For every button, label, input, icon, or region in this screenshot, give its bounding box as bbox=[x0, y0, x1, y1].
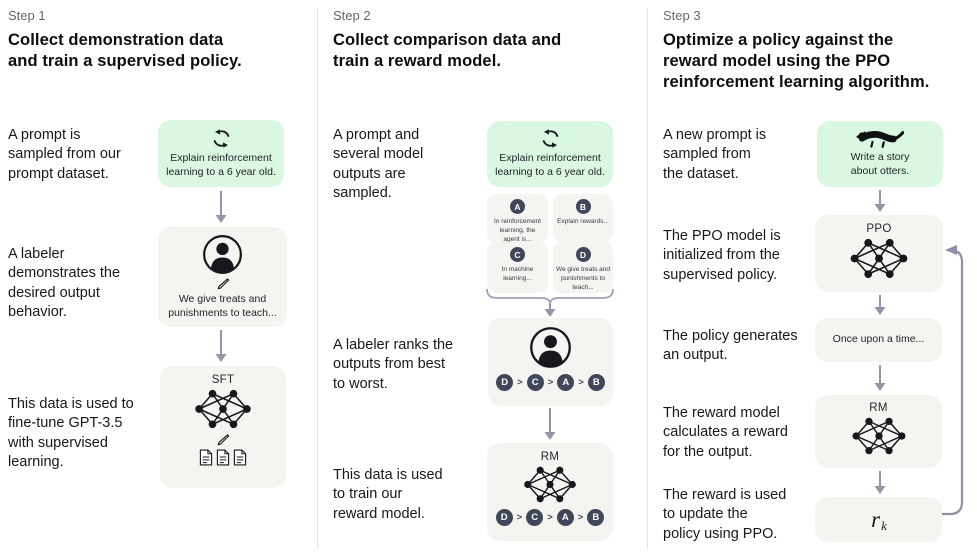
output-badge-c: C bbox=[510, 247, 525, 262]
step1-caption-finetune: This data is used to fine-tune GPT-3.5 w… bbox=[8, 396, 134, 470]
neural-network-icon bbox=[521, 464, 579, 505]
rm-label: RM bbox=[869, 402, 888, 414]
labeler-icon bbox=[529, 326, 572, 369]
reward-symbol: r bbox=[871, 506, 881, 532]
ranking-row: D > C > A > B bbox=[495, 509, 605, 526]
output-badge-d: D bbox=[575, 247, 591, 262]
step3-caption-new-prompt: A new prompt is sampled from the dataset… bbox=[663, 127, 767, 182]
rank-separator: > bbox=[578, 377, 584, 388]
output-box-a: A In reinforcement learning, the agent i… bbox=[487, 194, 548, 243]
sft-label: SFT bbox=[211, 374, 235, 386]
step1-labeler-box: We give treats and punishments to teach.… bbox=[158, 227, 287, 327]
step3-output-box: Once upon a time... bbox=[815, 318, 942, 362]
output-text-b: Explain rewards... bbox=[557, 218, 609, 225]
column-divider bbox=[647, 8, 648, 549]
flow-arrow bbox=[544, 304, 556, 317]
step2-caption-train: This data is used to train our reward mo… bbox=[333, 467, 443, 522]
documents-icon bbox=[199, 449, 247, 466]
flow-arrow bbox=[874, 365, 886, 391]
rank-separator: > bbox=[547, 377, 554, 388]
step3-ppo-box: PPO bbox=[815, 215, 943, 292]
rank-badge: A bbox=[557, 374, 575, 391]
rank-badge: B bbox=[587, 509, 605, 526]
cycle-icon bbox=[540, 128, 561, 149]
rank-badge: D bbox=[495, 509, 513, 526]
ranking-row: D > C > A > B bbox=[496, 374, 605, 391]
neural-network-icon bbox=[847, 236, 911, 281]
document-icon bbox=[199, 449, 213, 466]
step3-caption-reward-calc: The reward model calculates a reward for… bbox=[663, 405, 788, 460]
otter-icon bbox=[856, 129, 904, 149]
document-icon bbox=[216, 449, 230, 466]
pencil-icon bbox=[216, 277, 230, 291]
rank-separator: > bbox=[577, 512, 584, 523]
rank-separator: > bbox=[547, 512, 553, 523]
step3-output-text: Once upon a time... bbox=[832, 333, 925, 346]
step1-heading: Collect demonstration data and train a s… bbox=[8, 31, 242, 71]
output-box-d: D We give treats and punishments to teac… bbox=[553, 242, 613, 293]
step2-prompt-text: Explain reinforcement learning to a 6 ye… bbox=[495, 152, 605, 178]
step3-prompt-text: Write a story about otters. bbox=[850, 151, 910, 177]
feedback-arrow bbox=[942, 245, 964, 516]
flow-arrow bbox=[874, 295, 886, 315]
output-box-b: B Explain rewards... bbox=[553, 194, 613, 243]
step3-caption-generates: The policy generates an output. bbox=[663, 328, 798, 364]
step2-label: Step 2 bbox=[333, 8, 371, 23]
output-badge-b: B bbox=[575, 199, 591, 214]
rank-badge: C bbox=[526, 374, 544, 391]
step1-caption-prompt: A prompt is sampled from our prompt data… bbox=[8, 127, 121, 182]
rank-badge: A bbox=[556, 509, 574, 526]
neural-network-icon bbox=[849, 415, 909, 457]
flow-arrow bbox=[544, 408, 556, 440]
rm-label: RM bbox=[540, 451, 560, 463]
step1-prompt-box: Explain reinforcement learning to a 6 ye… bbox=[158, 120, 284, 187]
flow-arrow bbox=[874, 471, 886, 494]
reward-subscript: k bbox=[881, 517, 887, 533]
step1-labeler-text: We give treats and punishments to teach.… bbox=[168, 293, 277, 319]
output-box-c: C In machine learning... bbox=[487, 242, 548, 293]
step2-prompt-box: Explain reinforcement learning to a 6 ye… bbox=[487, 121, 613, 187]
output-text-a: In reinforcement learning, the agent is.… bbox=[494, 218, 541, 244]
flow-arrow bbox=[215, 330, 227, 362]
step1-prompt-text: Explain reinforcement learning to a 6 ye… bbox=[166, 152, 276, 178]
step3-caption-reward-update: The reward is used to update the policy … bbox=[663, 487, 787, 542]
step3-rm-box: RM bbox=[815, 395, 942, 468]
step3-label: Step 3 bbox=[663, 8, 701, 23]
step3-caption-ppo-init: The PPO model is initialized from the su… bbox=[663, 228, 781, 283]
rank-badge: D bbox=[496, 374, 514, 391]
neural-network-icon bbox=[192, 387, 254, 431]
step3-prompt-box: Write a story about otters. bbox=[817, 121, 943, 187]
output-badge-a: A bbox=[510, 199, 525, 214]
step1-label: Step 1 bbox=[8, 8, 46, 23]
step3-heading: Optimize a policy against the reward mod… bbox=[663, 31, 930, 92]
rank-badge: B bbox=[587, 374, 605, 391]
labeler-icon bbox=[202, 234, 243, 275]
column-divider bbox=[317, 8, 318, 549]
step1-caption-labeler: A labeler demonstrates the desired outpu… bbox=[8, 246, 121, 320]
flow-arrow bbox=[874, 190, 886, 212]
flow-arrow bbox=[215, 191, 227, 223]
cycle-icon bbox=[211, 128, 232, 149]
rank-separator: > bbox=[517, 377, 523, 388]
step2-rm-box: RM D > C > A > B bbox=[487, 443, 613, 541]
ppo-label: PPO bbox=[866, 223, 892, 235]
output-text-d: We give treats and punishments to teach.… bbox=[555, 266, 611, 292]
output-text-c: In machine learning... bbox=[501, 266, 534, 283]
rank-separator: > bbox=[516, 512, 523, 523]
step2-heading: Collect comparison data and train a rewa… bbox=[333, 31, 562, 71]
step2-caption-sampled: A prompt and several model outputs are s… bbox=[333, 127, 424, 201]
step2-ranking-box: D > C > A > B bbox=[488, 318, 613, 406]
document-icon bbox=[233, 449, 247, 466]
step2-caption-ranks: A labeler ranks the outputs from best to… bbox=[333, 337, 454, 392]
step1-sft-box: SFT bbox=[160, 366, 286, 488]
pencil-icon bbox=[216, 433, 230, 447]
rank-badge: C bbox=[526, 509, 544, 526]
